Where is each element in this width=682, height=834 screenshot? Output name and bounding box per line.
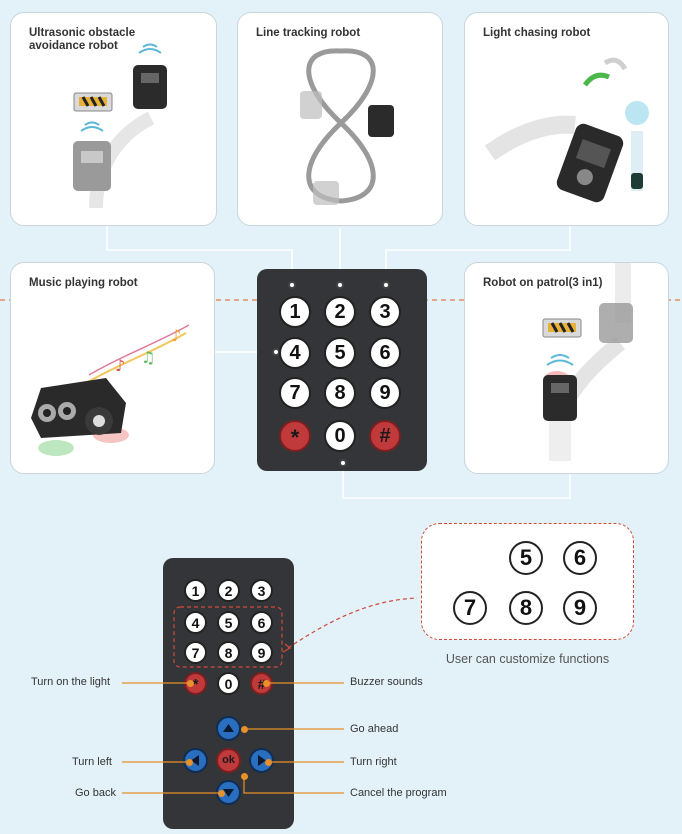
- ultrasonic-robot-illustration: [73, 43, 167, 209]
- card-line-tracking: Line tracking robot: [237, 12, 443, 226]
- annotation-dot: [186, 759, 193, 766]
- custom-key-5[interactable]: 5: [509, 541, 543, 575]
- svg-text:♫: ♫: [141, 348, 155, 367]
- remote-keypad-large: 1 2 3 4 5 6 7 8 9 * 0 #: [257, 269, 427, 471]
- svg-text:♪: ♪: [171, 326, 181, 345]
- key-9[interactable]: 9: [369, 377, 401, 409]
- annotation-dot: [265, 759, 272, 766]
- key-4[interactable]: 4: [184, 611, 207, 634]
- label-turn-right: Turn right: [350, 756, 397, 768]
- key-hash[interactable]: #: [369, 420, 401, 452]
- annotation-dot: [263, 680, 270, 687]
- key-2[interactable]: 2: [324, 296, 356, 328]
- connector-dot: [339, 459, 347, 467]
- key-0[interactable]: 0: [324, 420, 356, 452]
- customize-label: User can customize functions: [445, 652, 610, 666]
- annotation-dot: [218, 790, 225, 797]
- dpad-ok-button[interactable]: ok: [216, 748, 241, 773]
- annotation-dot: [241, 773, 248, 780]
- light-chasing-illustration: [484, 57, 649, 203]
- label-go-back: Go back: [75, 787, 116, 799]
- custom-key-7[interactable]: 7: [453, 591, 487, 625]
- key-star[interactable]: *: [279, 420, 311, 452]
- label-cancel-program: Cancel the program: [350, 787, 447, 799]
- key-3[interactable]: 3: [369, 296, 401, 328]
- key-5[interactable]: 5: [217, 611, 240, 634]
- connector-dot: [382, 281, 390, 289]
- key-6[interactable]: 6: [250, 611, 273, 634]
- key-8[interactable]: 8: [217, 641, 240, 664]
- key-3[interactable]: 3: [250, 579, 273, 602]
- key-6[interactable]: 6: [369, 337, 401, 369]
- arrow-right-icon: [258, 755, 266, 766]
- card-title: Line tracking robot: [256, 27, 361, 39]
- key-1[interactable]: 1: [184, 579, 207, 602]
- annotation-dot: [187, 680, 194, 687]
- patrol-robot-illustration: [542, 263, 633, 461]
- dpad-right-button[interactable]: [249, 748, 274, 773]
- svg-text:♪: ♪: [115, 356, 125, 375]
- custom-key-8[interactable]: 8: [509, 591, 543, 625]
- label-turn-on-light: Turn on the light: [31, 676, 111, 688]
- label-turn-left: Turn left: [72, 756, 112, 768]
- key-2[interactable]: 2: [217, 579, 240, 602]
- key-0[interactable]: 0: [217, 672, 240, 695]
- key-8[interactable]: 8: [324, 377, 356, 409]
- card-ultrasonic: Ultrasonic obstacle avoidance robot: [10, 12, 217, 226]
- key-5[interactable]: 5: [324, 337, 356, 369]
- arrow-left-icon: [191, 755, 199, 766]
- connector-dot: [288, 281, 296, 289]
- key-7[interactable]: 7: [279, 377, 311, 409]
- dpad-up-button[interactable]: [216, 716, 241, 741]
- card-title: Music playing robot: [29, 277, 138, 289]
- card-music: Music playing robot ♪ ♫ ♪: [10, 262, 215, 474]
- card-title: Light chasing robot: [483, 27, 591, 39]
- card-light-chasing: Light chasing robot: [464, 12, 669, 226]
- remote-keypad-small: 1 2 3 4 5 6 7 8 9 * 0 # ok: [163, 558, 294, 829]
- key-4[interactable]: 4: [279, 337, 311, 369]
- arrow-up-icon: [223, 724, 234, 732]
- dpad-down-button[interactable]: [216, 780, 241, 805]
- line-tracking-illustration: [300, 48, 394, 205]
- key-7[interactable]: 7: [184, 641, 207, 664]
- card-title: Ultrasonic obstacle avoidance robot: [29, 27, 136, 52]
- card-patrol: Robot on patrol(3 in1): [464, 262, 669, 474]
- music-robot-illustration: ♪ ♫ ♪: [31, 324, 190, 456]
- custom-key-6[interactable]: 6: [563, 541, 597, 575]
- card-title: Robot on patrol(3 in1): [483, 277, 603, 289]
- label-go-ahead: Go ahead: [350, 723, 399, 735]
- key-9[interactable]: 9: [250, 641, 273, 664]
- arrow-down-icon: [223, 789, 234, 797]
- label-buzzer-sounds: Buzzer sounds: [350, 676, 423, 688]
- annotation-dot: [241, 726, 248, 733]
- customize-box: 5 6 7 8 9: [421, 523, 634, 640]
- key-1[interactable]: 1: [279, 296, 311, 328]
- custom-key-9[interactable]: 9: [563, 591, 597, 625]
- connector-dot: [336, 281, 344, 289]
